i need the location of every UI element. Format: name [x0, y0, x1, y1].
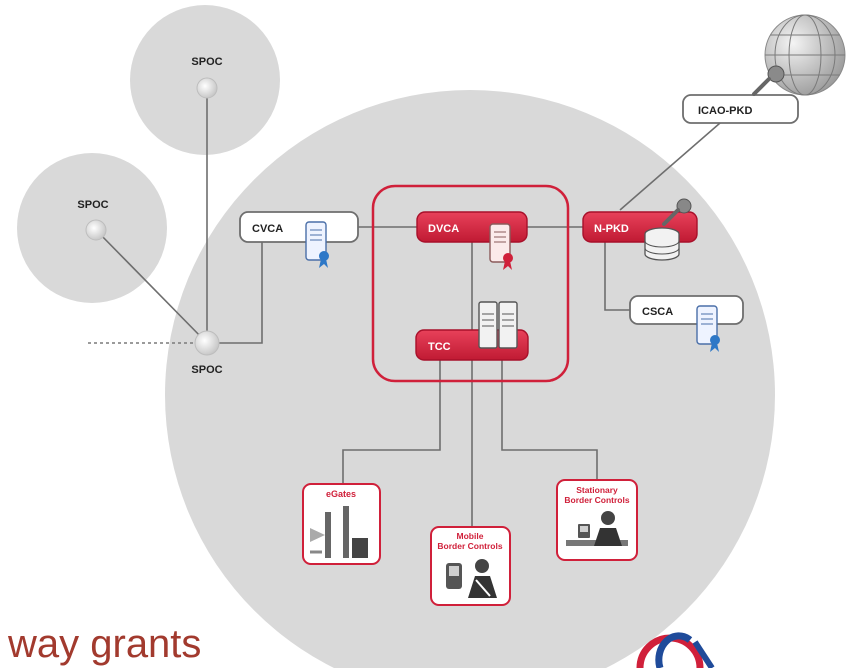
icao-pkd-box	[682, 94, 799, 124]
spoc-dot-left	[85, 219, 107, 241]
stationary-border-controls-endpoint: Stationary Border Controls	[556, 479, 638, 561]
icao-pkd-label: ICAO-PKD	[698, 105, 752, 117]
egates-label: eGates	[326, 489, 356, 499]
officer-icon	[446, 559, 497, 598]
egates-endpoint: eGates	[302, 483, 381, 565]
mobile-label-line1: Mobile	[457, 531, 484, 541]
certificate-icon	[489, 223, 513, 270]
spoc-dot-top	[196, 77, 218, 99]
cvca-label: CVCA	[252, 223, 283, 235]
spoc-label-hub: SPOC	[191, 364, 222, 376]
spoc-dot-hub	[194, 330, 220, 356]
spoc-label-left: SPOC	[77, 199, 108, 211]
certificate-icon	[305, 221, 329, 268]
certificate-icon	[696, 305, 720, 352]
logo-icon	[636, 632, 715, 668]
stationary-label-line1: Stationary	[576, 485, 618, 495]
mobile-border-controls-endpoint: Mobile Border Controls	[430, 526, 511, 606]
csca-label: CSCA	[642, 306, 673, 318]
database-icon	[644, 227, 680, 261]
officer-icon	[566, 511, 628, 546]
cvca-box	[239, 211, 359, 243]
spoc-label-top: SPOC	[191, 56, 222, 68]
footer-caption: way grants	[8, 622, 202, 666]
key-icon	[662, 198, 692, 226]
connector-lines	[95, 88, 736, 527]
mobile-label-line2: Border Controls	[437, 541, 502, 551]
stationary-label-line2: Border Controls	[564, 495, 629, 505]
national-pki-frame	[371, 184, 570, 383]
dvca-label: DVCA	[428, 223, 459, 235]
tcc-label: TCC	[428, 341, 451, 353]
gate-icon	[310, 506, 368, 558]
key-icon	[752, 65, 785, 96]
server-icon	[478, 301, 518, 349]
npkd-label: N-PKD	[594, 223, 629, 235]
globe-icon	[764, 14, 846, 96]
